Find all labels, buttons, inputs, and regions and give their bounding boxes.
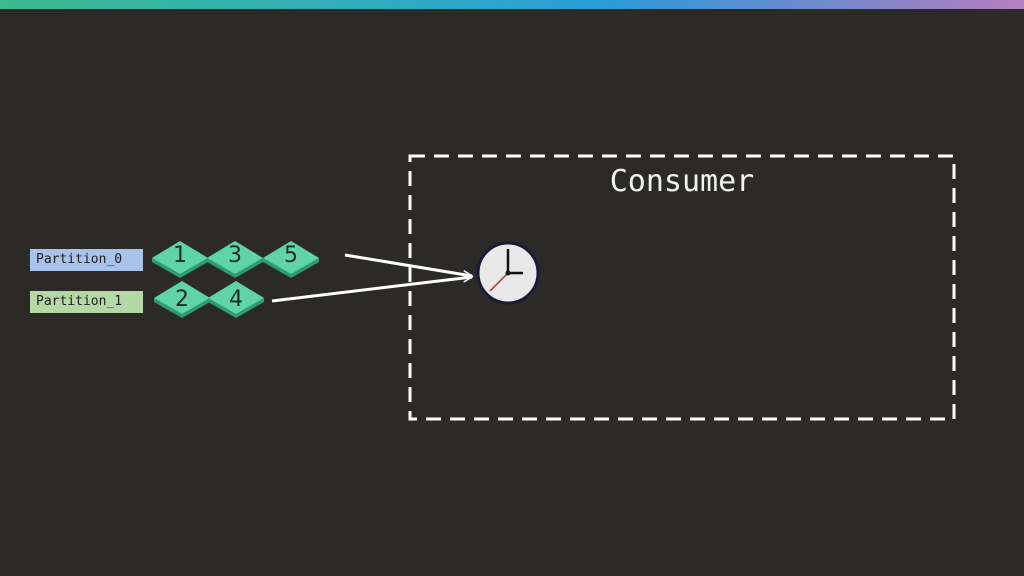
message-number: 4 (229, 287, 243, 312)
message-2: 2 (154, 281, 210, 318)
top-accent-bar (0, 0, 1024, 9)
message-3: 3 (207, 241, 263, 278)
message-number: 3 (228, 243, 242, 268)
consumer-title: Consumer (610, 164, 755, 199)
message-number: 5 (284, 243, 298, 268)
partition-0-arrow (344, 253, 472, 276)
message-5: 5 (263, 241, 319, 278)
partition-0-label: Partition_0 (30, 249, 143, 271)
message-number: 1 (173, 243, 187, 268)
message-4: 4 (208, 281, 264, 318)
message-1: 1 (152, 241, 208, 278)
partition-1-label: Partition_1 (30, 291, 143, 313)
clock-icon (476, 241, 540, 305)
partition-1-arrow (271, 277, 472, 303)
message-number: 2 (175, 287, 189, 312)
consumer-box (408, 154, 956, 421)
